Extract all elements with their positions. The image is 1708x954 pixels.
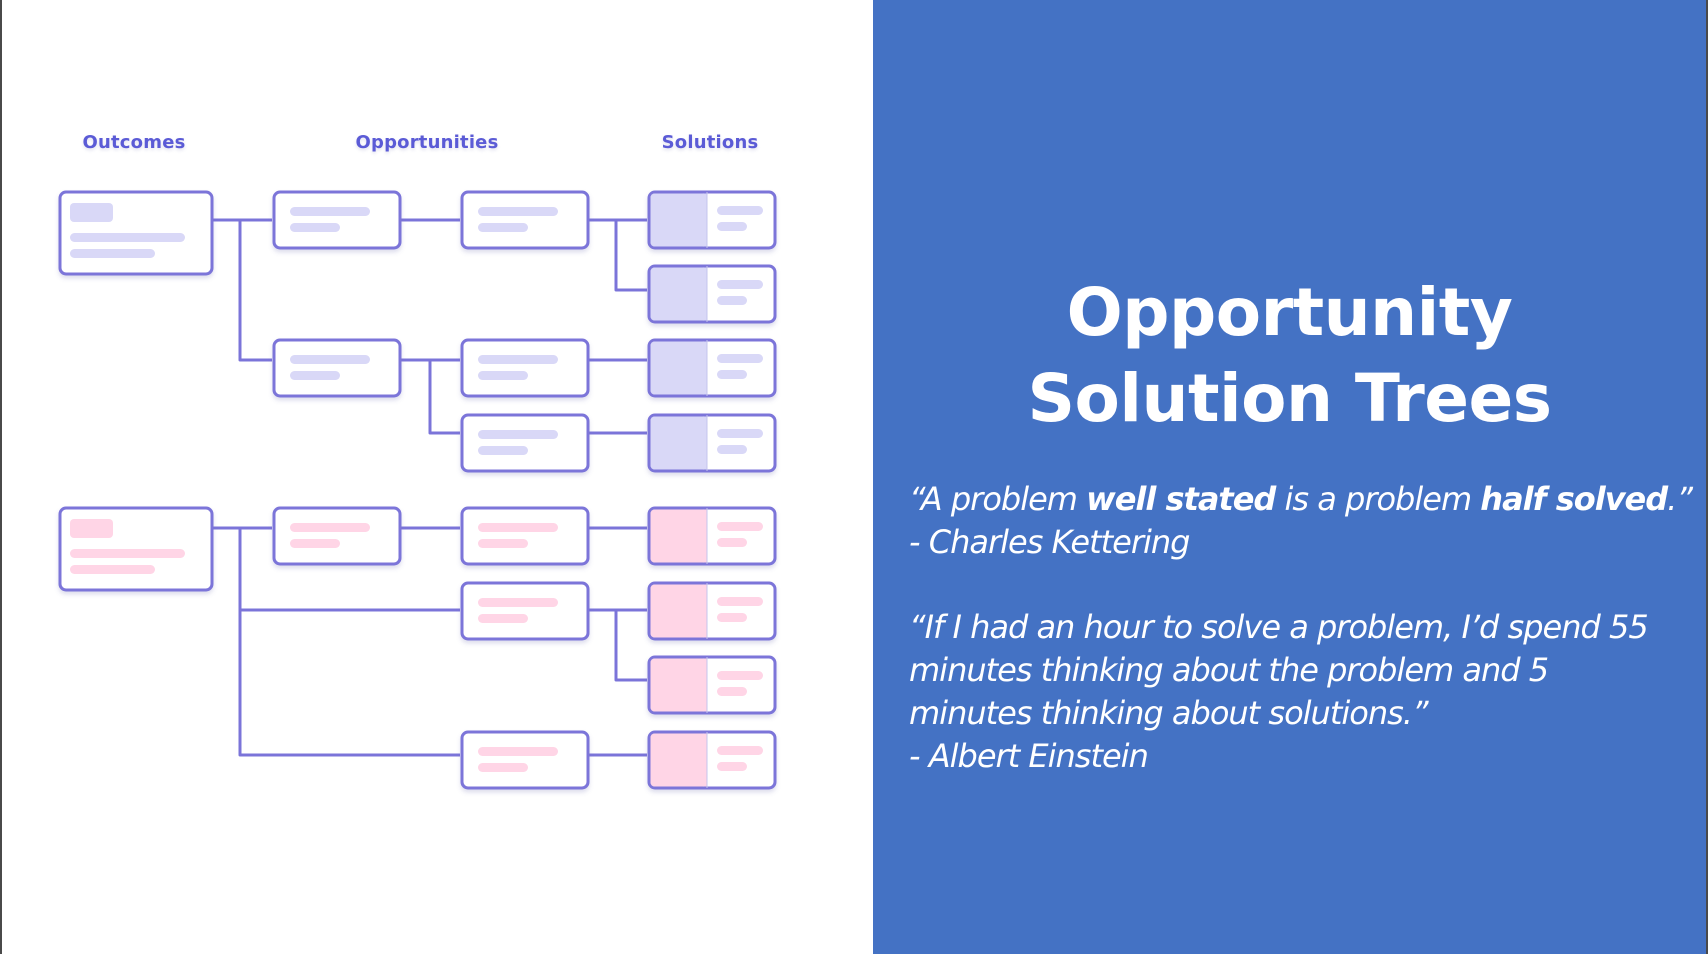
opportunity-card-line xyxy=(290,539,340,548)
opportunity-card-line xyxy=(290,355,370,364)
opportunity-card xyxy=(460,730,590,790)
slide-title: Opportunity Solution Trees xyxy=(873,270,1706,442)
solution-card-line xyxy=(717,296,747,305)
solution-card-line xyxy=(717,429,763,438)
outcome-card-line xyxy=(70,549,185,558)
tree-connector xyxy=(428,360,460,435)
quote-kettering-bold-1: well stated xyxy=(1086,480,1276,518)
solution-card-line xyxy=(717,206,763,215)
outcomes-header: Outcomes xyxy=(82,132,186,153)
opportunity-card xyxy=(460,338,590,398)
quote-einstein-author: - Albert Einstein xyxy=(909,737,1149,775)
opportunities-header: Opportunities xyxy=(355,132,499,153)
opportunity-card-line xyxy=(478,614,528,623)
opportunity-card xyxy=(272,190,402,250)
solution-card-line xyxy=(717,746,763,755)
solution-card-swatch xyxy=(650,416,707,470)
quote-kettering-middle: is a problem xyxy=(1275,480,1481,518)
solution-card-swatch xyxy=(704,193,707,247)
solution-card-swatch xyxy=(650,658,707,712)
tree-connector xyxy=(238,220,272,362)
opportunity-card-line xyxy=(478,371,528,380)
opportunity-card xyxy=(460,190,590,250)
opportunity-card-line xyxy=(478,598,558,607)
title-line-2: Solution Trees xyxy=(1027,360,1552,437)
opportunity-card xyxy=(272,338,402,398)
solution-card-line xyxy=(717,445,747,454)
opportunity-card-line xyxy=(478,207,558,216)
quote-kettering-before: “A problem xyxy=(909,480,1087,518)
solution-card-swatch xyxy=(704,584,707,638)
title-line-1: Opportunity xyxy=(1066,274,1513,351)
tree-connector xyxy=(614,610,647,682)
outcome-card-line xyxy=(70,249,155,258)
quote-einstein-line-1: “If I had an hour to solve a problem, I’… xyxy=(909,608,1649,646)
solution-card-swatch xyxy=(650,509,707,563)
solution-card-swatch xyxy=(704,341,707,395)
opportunity-card xyxy=(272,506,402,566)
opportunity-card-line xyxy=(478,539,528,548)
opportunity-card-line xyxy=(290,371,340,380)
opportunity-card-line xyxy=(478,747,558,756)
solution-card-line xyxy=(717,687,747,696)
quote-einstein-line-2: minutes thinking about the problem and 5 xyxy=(909,651,1549,689)
opportunity-card-line xyxy=(478,446,528,455)
tree-connector xyxy=(614,220,647,292)
solution-card-line xyxy=(717,222,747,231)
solution-card-swatch xyxy=(704,416,707,470)
outcome-card-chip xyxy=(70,519,113,538)
solution-card-swatch xyxy=(704,267,707,321)
diagram-panel: Outcomes Opportunities Solutions xyxy=(2,0,873,954)
solution-card-swatch xyxy=(704,733,707,787)
opportunity-card-line xyxy=(478,430,558,439)
opportunity-card-line xyxy=(290,223,340,232)
solution-card-line xyxy=(717,597,763,606)
solution-card-line xyxy=(717,280,763,289)
opportunity-solution-tree xyxy=(58,190,777,790)
outcome-card-chip xyxy=(70,203,113,222)
solution-card-line xyxy=(717,538,747,547)
quote-kettering-author: - Charles Kettering xyxy=(909,523,1190,561)
quote-einstein: “If I had an hour to solve a problem, I’… xyxy=(909,606,1689,778)
opportunity-card xyxy=(460,413,590,473)
solution-card-line xyxy=(717,762,747,771)
opportunity-card xyxy=(460,581,590,641)
solution-card-swatch xyxy=(650,193,707,247)
opportunity-card xyxy=(460,506,590,566)
solution-card-line xyxy=(717,370,747,379)
quote-kettering-bold-2: half solved xyxy=(1480,480,1668,518)
quote-kettering-after: .” xyxy=(1667,480,1693,518)
slide-left-edge xyxy=(0,0,2,954)
solutions-header: Solutions xyxy=(661,132,759,153)
quote-kettering-text: “A problem well stated is a problem half… xyxy=(909,478,1693,521)
solution-card-line xyxy=(717,671,763,680)
solution-card-line xyxy=(717,522,763,531)
solution-card-swatch xyxy=(650,733,707,787)
tree-connector xyxy=(238,600,460,757)
outcome-card-line xyxy=(70,233,185,242)
quote-einstein-line-3: minutes thinking about solutions.” xyxy=(909,694,1429,732)
solution-card-line xyxy=(717,613,747,622)
opportunity-card-line xyxy=(478,763,528,772)
outcome-card-line xyxy=(70,565,155,574)
solution-card-swatch xyxy=(650,341,707,395)
opportunity-card-line xyxy=(478,355,558,364)
solution-card-line xyxy=(717,354,763,363)
opportunity-card-line xyxy=(478,523,558,532)
opportunity-card-line xyxy=(290,207,370,216)
opportunity-card-line xyxy=(290,523,370,532)
opportunity-card-line xyxy=(478,223,528,232)
solution-card-swatch xyxy=(704,509,707,563)
slide-right-edge xyxy=(1706,0,1708,954)
solution-card-swatch xyxy=(704,658,707,712)
quote-kettering: “A problem well stated is a problem half… xyxy=(909,478,1693,564)
solution-card-swatch xyxy=(650,584,707,638)
solution-card-swatch xyxy=(650,267,707,321)
quote-panel: Opportunity Solution Trees “A problem we… xyxy=(873,0,1706,954)
